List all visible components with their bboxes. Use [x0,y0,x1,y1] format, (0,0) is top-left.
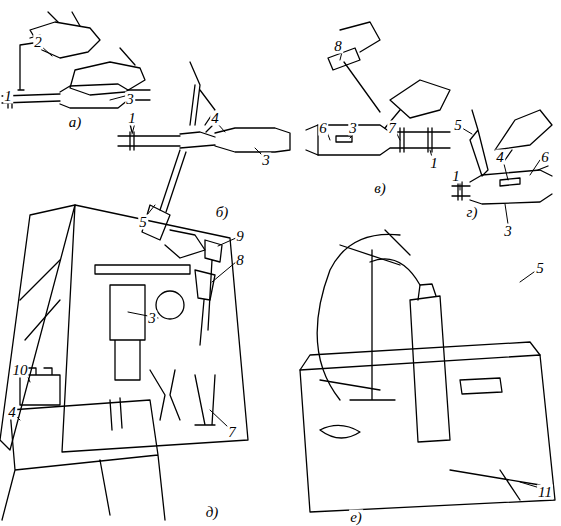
panel-letter: в) [373,181,387,196]
callout-number: 4 [7,405,17,420]
panel-letter: г) [466,205,479,220]
callout-number: 5 [453,118,463,133]
callout-number: 9 [235,229,245,244]
tool-kit-stand [0,205,248,520]
callout-number: 1 [451,169,461,184]
panel-letter: а) [68,115,83,130]
sleeve-soldering [452,110,552,204]
callout-number: 3 [503,224,513,239]
panel-letter: д) [205,505,220,520]
callout-number: 3 [125,92,135,107]
callout-number: 1 [3,89,13,104]
callout-number: 6 [318,121,328,136]
callout-number: 7 [387,121,397,136]
callout-number: 1 [429,156,439,171]
gas-burner-kit [300,230,555,512]
callout-number: 3 [261,153,271,168]
cable-soldering [118,62,290,258]
callout-number: 6 [540,150,550,165]
splice-crimping [306,22,450,155]
callout-number: 1 [127,111,137,126]
callout-number: 3 [348,121,358,136]
callout-number: 8 [235,253,245,268]
cable-cutting [2,12,150,108]
callout-number: 8 [333,39,343,54]
callout-number: 3 [147,311,157,326]
callout-number: 5 [138,215,148,230]
callout-number: 11 [537,485,553,500]
panel-letter: е) [349,509,363,524]
callout-number: 7 [227,425,237,440]
callout-number: 10 [12,363,29,378]
callout-number: 2 [33,35,43,50]
callout-number: 4 [210,111,220,126]
leader-lines [8,46,540,488]
panel-letter: б) [215,205,230,220]
callout-number: 4 [495,150,505,165]
callout-number: 5 [535,261,545,276]
